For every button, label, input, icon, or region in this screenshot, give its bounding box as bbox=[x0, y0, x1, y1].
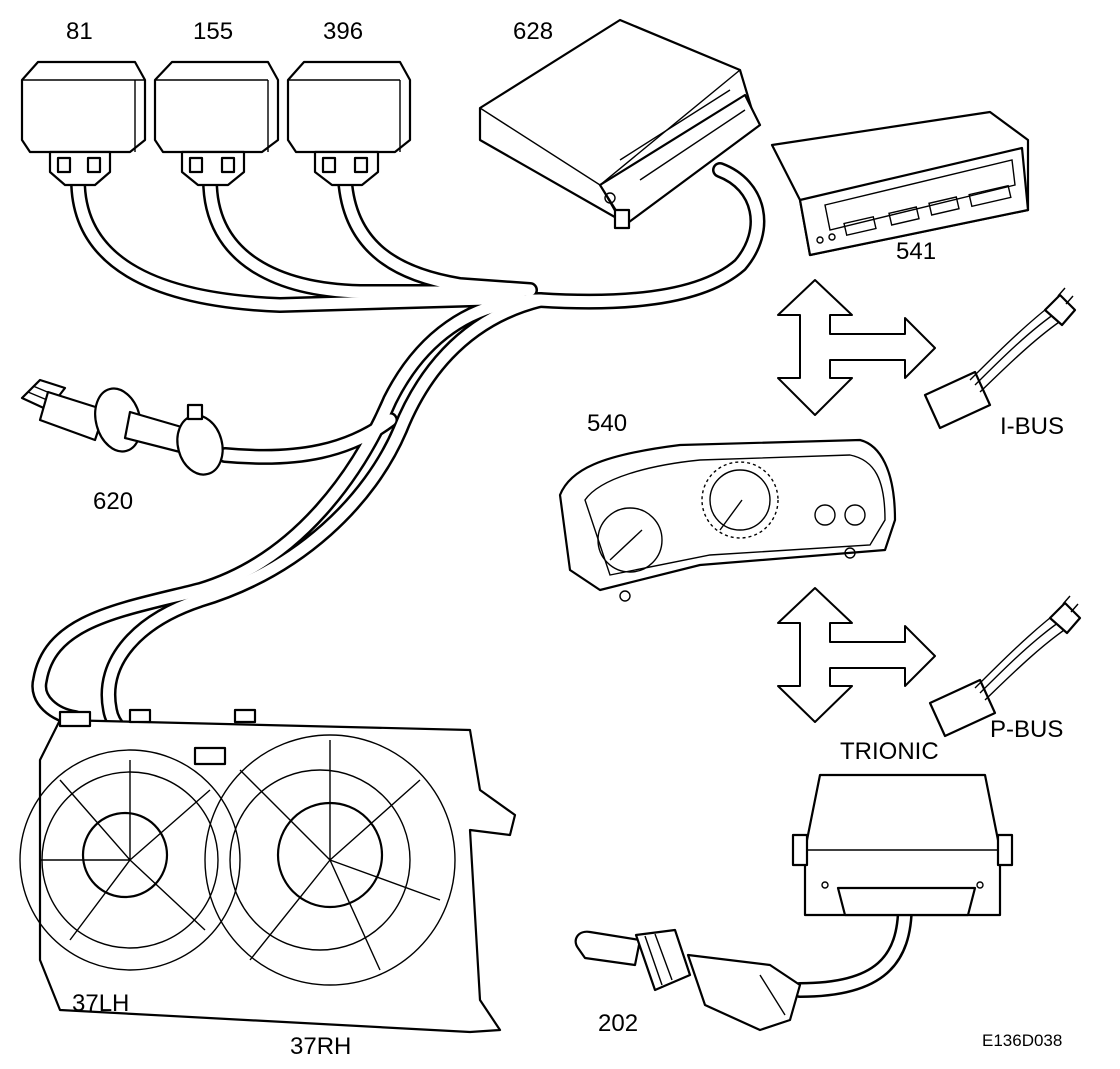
main-instrument-540-label: 540 bbox=[587, 410, 628, 437]
control-module-628 bbox=[478, 18, 762, 230]
figure-code: E136D038 bbox=[982, 1031, 1063, 1050]
relay-81 bbox=[20, 60, 147, 187]
i-bus-arrow bbox=[777, 279, 936, 416]
relay-396 bbox=[286, 60, 412, 187]
relay-155-label: 155 bbox=[193, 18, 234, 45]
temp-sensor-202 bbox=[574, 928, 802, 1032]
trionic-ecu bbox=[791, 773, 1014, 917]
p-bus-connector bbox=[928, 595, 1082, 738]
sensor-620-label: 620 bbox=[93, 488, 134, 515]
wiring-harness bbox=[31, 162, 913, 998]
sensor-620 bbox=[20, 378, 224, 476]
relay-81-label: 81 bbox=[66, 18, 93, 45]
relay-155 bbox=[153, 60, 280, 187]
cooling-fans bbox=[19, 708, 517, 1034]
display-unit-541-label: 541 bbox=[896, 238, 937, 265]
i-bus-connector bbox=[923, 287, 1077, 430]
main-instrument-540 bbox=[558, 438, 897, 602]
temp-sensor-202-label: 202 bbox=[598, 1010, 639, 1037]
display-unit-541 bbox=[770, 110, 1030, 257]
control-module-628-label: 628 bbox=[513, 18, 554, 45]
fan-37rh-label: 37RH bbox=[290, 1033, 352, 1060]
p-bus-arrow bbox=[777, 587, 936, 723]
i-bus-label: I-BUS bbox=[1000, 413, 1065, 440]
trionic-label: TRIONIC bbox=[840, 738, 939, 765]
p-bus-label: P-BUS bbox=[990, 716, 1064, 743]
relay-396-label: 396 bbox=[323, 18, 364, 45]
fan-37lh-label: 37LH bbox=[72, 990, 130, 1017]
